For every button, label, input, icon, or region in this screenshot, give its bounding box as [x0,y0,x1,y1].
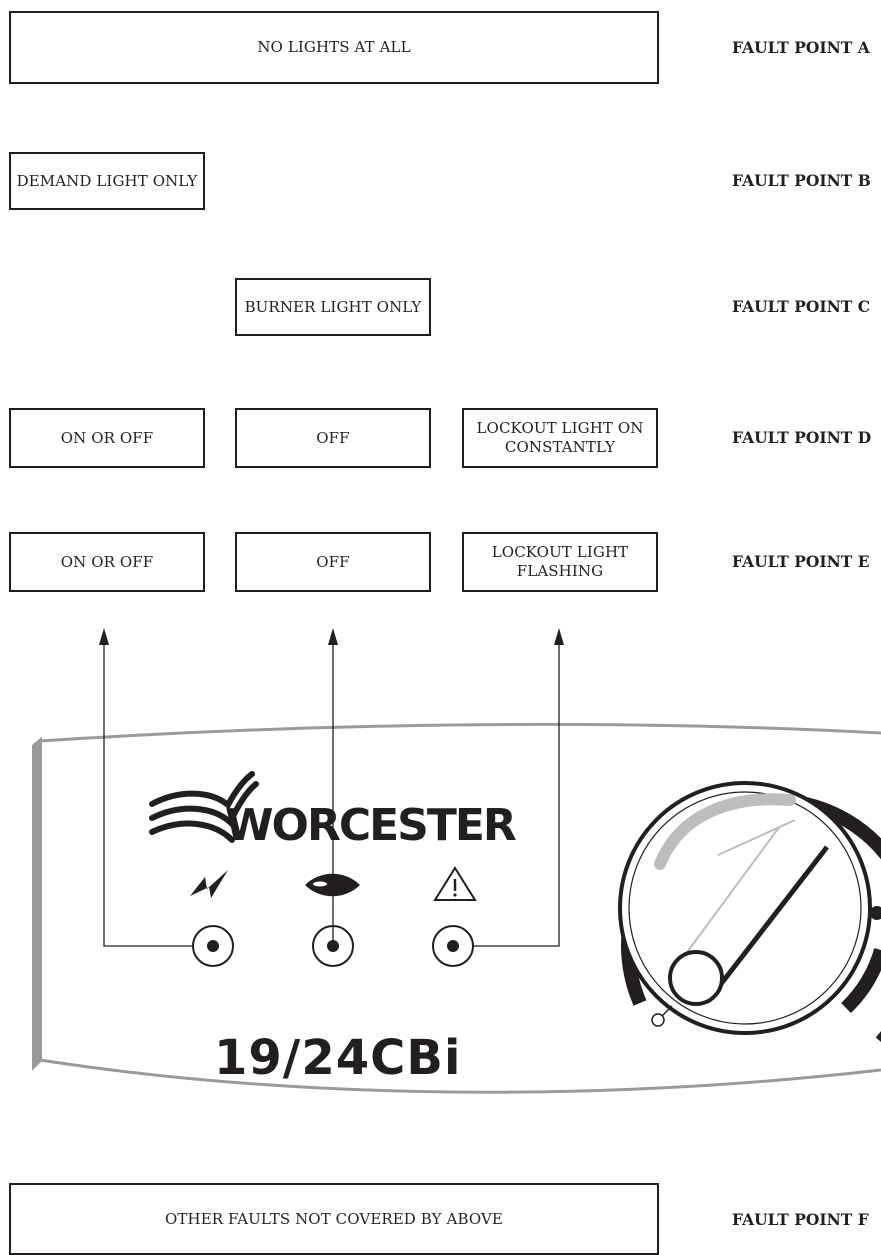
arrow-up-lockout [554,628,564,645]
lightning-icon [190,870,228,898]
arrow-up-demand [99,628,109,645]
model-number: 19/24CBi [214,1030,461,1086]
temperature-knob-icon [620,783,881,1042]
panel-top-edge [40,724,881,741]
arrowheads [99,628,564,645]
box-other-faults: OTHER FAULTS NOT COVERED BY ABOVE [9,1183,659,1255]
warning-triangle-icon [435,868,475,900]
lockout-lamp [433,926,473,966]
demand-lamp [193,926,233,966]
panel-left-edge [34,741,40,1066]
arrow-up-burner [328,628,338,645]
lockout-connector [473,640,559,946]
fault-point-f-label: FAULT POINT F [732,1210,881,1229]
brand-wordmark: WORCESTER [225,800,515,851]
